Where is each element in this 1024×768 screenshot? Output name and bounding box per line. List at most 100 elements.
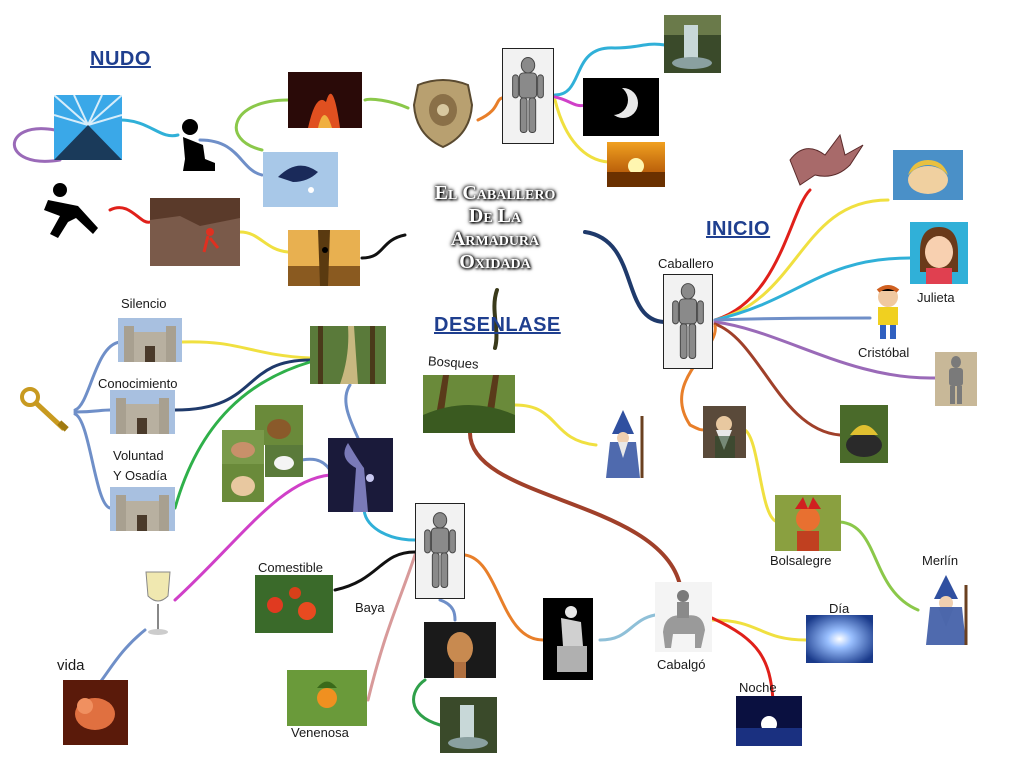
jester-icon <box>775 495 841 551</box>
falling-person-icon <box>38 178 113 240</box>
branch-tree-wine <box>173 473 332 602</box>
dragon-icon <box>785 130 865 190</box>
branch-fire-loop <box>234 98 290 152</box>
branch-summit-meditate <box>118 118 180 138</box>
label-venenosa: Venenosa <box>291 725 349 740</box>
branch-meditate-dove <box>198 138 264 177</box>
label-baya: Baya <box>355 600 385 615</box>
sunset-climber-icon <box>288 230 360 286</box>
section-desenlase: DESENLASE <box>434 314 561 336</box>
section-nudo: NUDO <box>90 48 151 70</box>
branch-knight-comestible <box>333 550 417 592</box>
crescent-moon-icon <box>583 78 659 136</box>
waterfall-icon <box>664 15 721 73</box>
fire-icon <box>288 72 362 128</box>
cauldron-icon <box>840 405 888 463</box>
boy-icon <box>866 283 911 343</box>
label-dia: Día <box>829 601 850 616</box>
title-line-2: De La <box>468 205 522 227</box>
wizard-icon <box>916 575 976 645</box>
label-voluntad: Voluntad <box>113 448 164 463</box>
branch-wine-newborn <box>96 628 147 687</box>
branch-cabalgo-dia <box>710 618 808 642</box>
armor-knight-icon <box>502 48 554 144</box>
branch-conocimiento-forest <box>173 358 312 412</box>
label-julieta: Julieta <box>917 290 955 305</box>
rabbit-icon <box>222 464 264 502</box>
label-caballero: Caballero <box>658 256 714 271</box>
title-line-4: Oxidada <box>459 251 531 273</box>
branch-cabalgo-noche <box>710 616 775 702</box>
sleeping-princess-icon <box>893 150 963 200</box>
branch-bolsalegre <box>743 428 780 524</box>
waterfall-bottom-icon <box>440 697 497 753</box>
girl-face-icon <box>910 222 968 284</box>
label-cabalgo: Cabalgó <box>657 657 706 672</box>
label-cristobal: Cristóbal <box>858 345 910 360</box>
small-armor-icon <box>935 352 977 406</box>
branch-voluntad-forest <box>173 360 312 510</box>
statue-head-icon <box>424 622 496 678</box>
goat-icon <box>222 430 264 466</box>
label-comestible: Comestible <box>258 560 324 575</box>
dwarf-icon <box>703 406 746 458</box>
forest-icon <box>423 375 515 433</box>
orange-berry-icon <box>287 670 367 726</box>
branch-key-conocimiento <box>73 408 112 414</box>
branch-desenlase <box>492 288 499 350</box>
label-noche: Noche <box>739 680 777 695</box>
title-line-1: El Caballero <box>434 182 556 204</box>
wizard-center-icon <box>596 410 651 478</box>
castle-icon <box>118 318 182 362</box>
branch-purple-loop <box>12 127 62 163</box>
dove-icon <box>263 152 338 207</box>
tomato-plant-icon <box>255 575 333 633</box>
branch-nudo-top <box>476 96 504 122</box>
castle-icon-3 <box>110 487 175 531</box>
golden-key-icon <box>18 385 74 435</box>
branch-merlin <box>838 520 920 612</box>
label-vida: vida <box>57 657 85 674</box>
branch-cristobal <box>713 316 872 322</box>
branch-julieta <box>713 256 912 322</box>
branch-bosques-cabalgo <box>468 431 682 587</box>
branch-key-voluntad <box>73 412 112 510</box>
mounted-knight-icon <box>655 582 712 652</box>
branch-tree-animals <box>298 457 332 472</box>
inicio-knight-icon <box>663 274 713 369</box>
branch-armor2 <box>713 320 937 380</box>
branch-tree-forest <box>344 383 360 440</box>
label-silencio: Silencio <box>121 296 167 311</box>
branch-princess <box>713 198 890 322</box>
branch-fall-climber <box>108 206 152 224</box>
title-line-3: Armadura <box>450 228 540 250</box>
desenlase-knight-icon <box>415 503 465 599</box>
wine-glass-icon <box>142 570 174 638</box>
branch-climber-sunset <box>238 230 290 254</box>
moon-water-icon <box>736 696 802 746</box>
summit-light-icon <box>54 95 122 160</box>
branch-key-silencio <box>73 340 122 412</box>
branch-inicio <box>583 230 666 324</box>
label-conocimiento: Conocimiento <box>98 376 178 391</box>
white-dove-icon <box>265 445 303 477</box>
enchanted-tree-icon <box>328 438 393 512</box>
branch-nudo-left <box>360 233 407 260</box>
branch-moon <box>553 95 587 108</box>
map-title: El Caballero De La Armadura Oxidada <box>405 182 585 274</box>
section-inicio: INICIO <box>706 218 771 240</box>
branch-dragon <box>713 188 812 322</box>
branch-pusher-knight <box>463 553 545 642</box>
branch-cabalgo-pusher <box>598 613 657 642</box>
forest-path-icon <box>310 326 386 384</box>
branch-sunset <box>553 98 610 164</box>
castle-icon-2 <box>110 390 175 434</box>
sun-burst-icon <box>806 615 873 663</box>
branch-breastplate-fire <box>363 97 410 110</box>
branch-knight-venenosa <box>366 553 417 702</box>
label-osadia: Y Osadía <box>113 468 167 483</box>
branch-cauldron <box>713 322 842 437</box>
pushing-figure-icon <box>543 598 593 680</box>
meditating-person-icon <box>175 115 220 183</box>
breastplate-icon <box>408 75 478 150</box>
